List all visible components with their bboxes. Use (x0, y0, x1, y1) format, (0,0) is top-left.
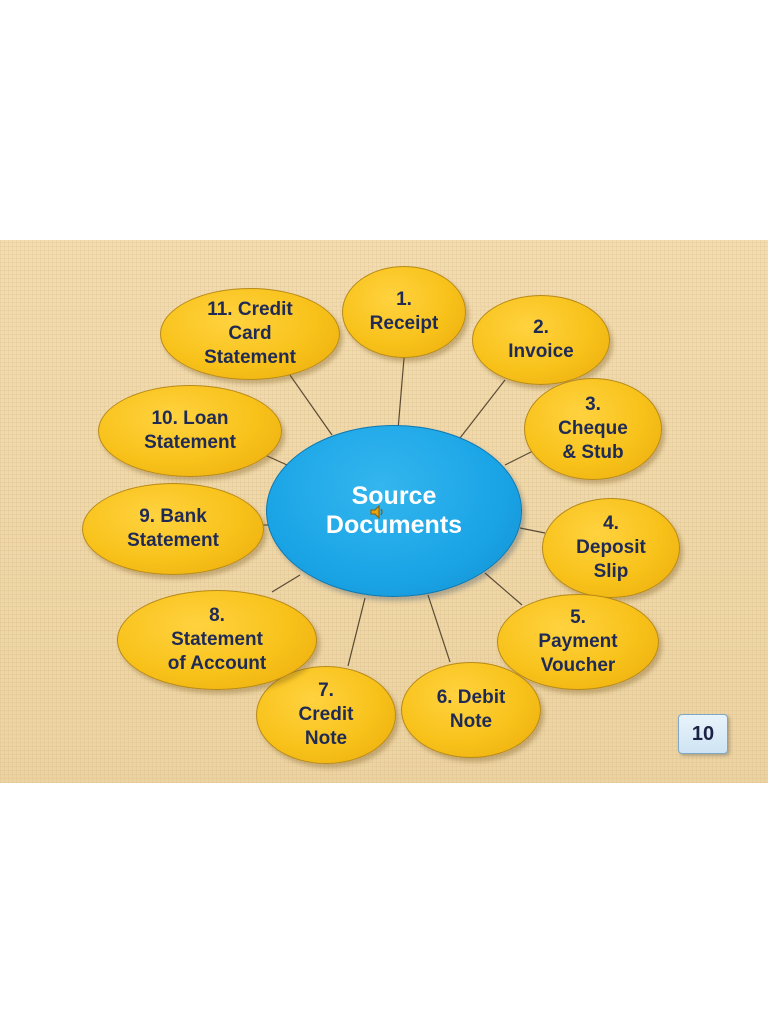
doc-node-receipt: 1. Receipt (342, 266, 466, 358)
doc-node-bank-statement: 9. Bank Statement (82, 483, 264, 575)
connector-statement-account (271, 574, 301, 593)
connector-receipt (397, 357, 405, 431)
slide: 1. Receipt 2. Invoice 3. Cheque & Stub 4… (0, 240, 768, 783)
doc-node-payment-voucher: 5. Payment Voucher (497, 594, 659, 690)
slide-number-badge: 10 (678, 714, 728, 754)
doc-node-deposit-slip: 4. Deposit Slip (542, 498, 680, 598)
center-node-source-documents: Source Documents (266, 425, 522, 597)
connector-deposit (519, 527, 546, 534)
connector-cheque (504, 449, 536, 466)
connector-lines (262, 357, 546, 667)
connector-credit-note (347, 597, 366, 667)
doc-node-debit-note: 6. Debit Note (401, 662, 541, 758)
connector-loan-statement (264, 454, 288, 466)
doc-node-statement-of-account: 8. Statement of Account (117, 590, 317, 690)
connector-debit-note (427, 594, 451, 663)
connector-credit-card (284, 367, 333, 436)
doc-node-loan-statement: 10. Loan Statement (98, 385, 282, 477)
doc-node-credit-note: 7. Credit Note (256, 666, 396, 764)
connector-payment (484, 572, 523, 606)
speaker-icon[interactable] (369, 503, 387, 521)
doc-node-cheque-stub: 3. Cheque & Stub (524, 378, 662, 480)
doc-node-invoice: 2. Invoice (472, 295, 610, 385)
doc-node-credit-card-statement: 11. Credit Card Statement (160, 288, 340, 380)
connector-invoice (459, 379, 506, 439)
